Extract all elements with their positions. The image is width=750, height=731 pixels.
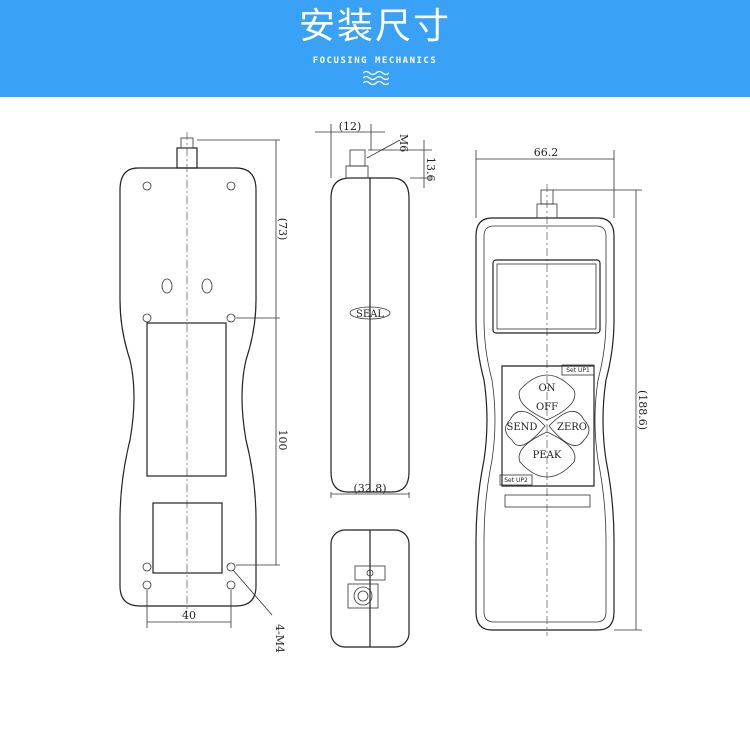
svg-text:ZERO: ZERO xyxy=(557,422,587,433)
dimension-drawing: (73) 100 40 4-M4 SEAL (12) M6 13.6 (32.8… xyxy=(119,120,649,653)
dim-40: 40 xyxy=(182,609,196,622)
svg-text:SEND: SEND xyxy=(507,422,538,433)
zero-key[interactable] xyxy=(548,411,590,446)
dim-66-2: 66.2 xyxy=(534,146,559,159)
back-view: (73) 100 40 4-M4 xyxy=(119,132,289,653)
screw-icons xyxy=(142,181,236,590)
battery-window xyxy=(146,322,227,477)
thread-label: M6 xyxy=(397,134,410,152)
screw-spec-label: 4-M4 xyxy=(273,624,286,653)
setup1-label: Set UP1 xyxy=(566,367,590,374)
dim-12: (12) xyxy=(339,120,362,133)
setup2-label: Set UP2 xyxy=(504,477,528,484)
dim-100: 100 xyxy=(276,430,289,451)
peak-key[interactable] xyxy=(518,431,576,478)
bottom-strip xyxy=(504,494,591,508)
front-view: ON OFF SEND ZERO PEAK Set UP1 Set UP2 66… xyxy=(475,146,649,636)
seal-label: SEAL xyxy=(356,309,384,320)
side-view: SEAL (12) M6 13.6 (32.8) xyxy=(315,120,437,498)
bottom-view xyxy=(330,529,410,648)
dim-73: (73) xyxy=(276,218,289,241)
wave-icon xyxy=(363,70,389,86)
display-window xyxy=(492,259,601,334)
header-banner: 安装尺寸 FOCUSING MECHANICS xyxy=(0,0,750,97)
svg-text:ON: ON xyxy=(539,383,556,394)
on-off-key[interactable] xyxy=(518,374,576,421)
port-icon xyxy=(353,586,373,606)
send-key[interactable] xyxy=(505,411,546,446)
dim-188-6: (188.6) xyxy=(636,390,649,430)
svg-text:OFF: OFF xyxy=(536,402,558,413)
brand-subtitle: FOCUSING MECHANICS xyxy=(312,56,438,66)
label-window xyxy=(152,502,223,574)
dim-32-8: (32.8) xyxy=(353,482,386,495)
svg-text:PEAK: PEAK xyxy=(533,450,562,461)
page-title: 安装尺寸 xyxy=(298,6,451,47)
dim-13-6: 13.6 xyxy=(424,157,437,182)
